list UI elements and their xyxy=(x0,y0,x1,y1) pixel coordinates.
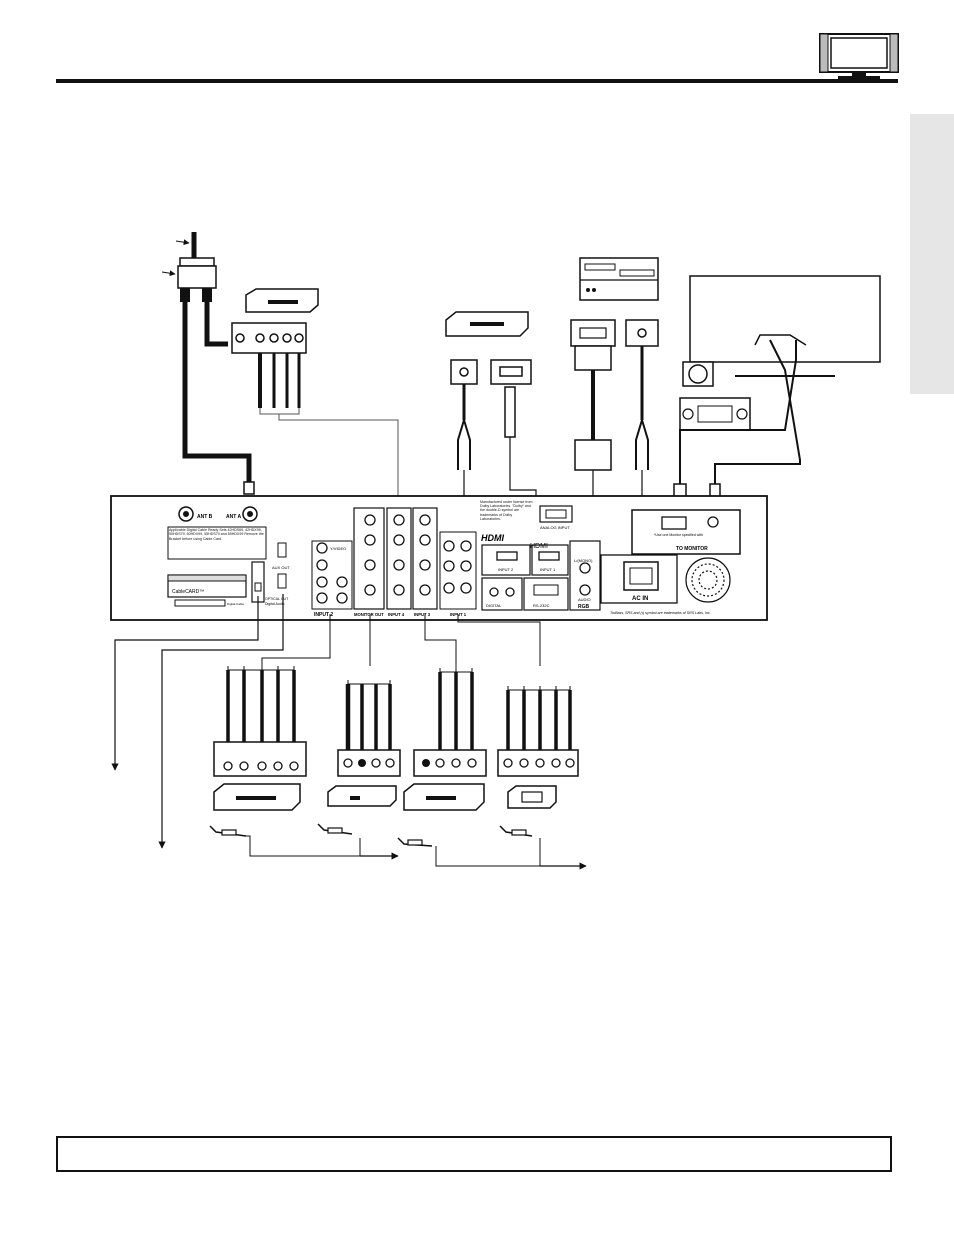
input3-label: INPUT 3 xyxy=(414,612,431,617)
camcorder-icon xyxy=(507,785,557,809)
hdmi-box-label: HDMI xyxy=(530,543,548,550)
monitor-out-label: MONITOR OUT xyxy=(354,612,384,617)
ir-blaster-cable-icon xyxy=(209,823,587,870)
vcr-icon xyxy=(403,783,485,811)
input2-y-label: Y/VIDEO xyxy=(330,546,346,551)
rgb-l-mono-label: L/(MONO) xyxy=(574,558,593,563)
external-monitor xyxy=(682,275,881,387)
optical-out-label: OPTICAL OUT xyxy=(265,597,289,601)
vcr-icon xyxy=(327,785,397,807)
rs232c-label: RS-232C xyxy=(533,603,550,608)
vcr-icon xyxy=(245,288,319,313)
av-cable-bundle xyxy=(438,668,474,750)
av-cable-bundle xyxy=(345,680,392,750)
personal-computer-icon xyxy=(579,257,659,301)
ant-note: Applicable Digital Cable Ready Sets 42HD… xyxy=(169,528,264,541)
tv-back-panel: ANT B ANT A Applicable Digital Cable Rea… xyxy=(110,495,768,621)
stereo-system-icon xyxy=(679,397,751,431)
hdmi-input2-label: INPUT 2 xyxy=(498,567,514,572)
vcr-back-panel xyxy=(231,322,307,354)
monitor-note: *Use one Monitor specified with xyxy=(654,533,703,537)
av-cable-bundle xyxy=(226,666,296,742)
hdmi-input1-label: INPUT 1 xyxy=(540,567,556,572)
vcr-av-cables xyxy=(258,353,399,508)
ant-b-label: ANT B xyxy=(197,514,213,520)
dolby-note: Manufactured under license from Dolby La… xyxy=(480,500,533,521)
tv-monitor-icon xyxy=(819,33,899,79)
hdmi-logo: HDMI xyxy=(481,533,504,543)
digital-audio-label: Digital Audio xyxy=(265,602,285,606)
to-monitor-label: TO MONITOR xyxy=(676,546,708,552)
rgb-label: RGB xyxy=(578,604,590,610)
av-cable-bundle xyxy=(506,686,572,750)
vcr-icon xyxy=(445,311,529,337)
input2-label: INPUT 2 xyxy=(314,612,333,618)
cablecard-sub: Digital Cable xyxy=(227,602,244,606)
note-box xyxy=(56,1136,892,1172)
vcr-icon xyxy=(213,783,301,811)
side-tab xyxy=(910,114,954,394)
analog-input-label: ANALOG INPUT xyxy=(540,525,570,530)
header xyxy=(56,79,898,83)
rgb-audio-label: AUDIO xyxy=(578,597,591,602)
trusurround-note: TruBass, SRS and (•) symbol are trademar… xyxy=(610,611,711,615)
digital-out-label: DIGITAL xyxy=(486,603,502,608)
antenna-splitter-icon xyxy=(161,232,217,302)
aux-out-label: AUX OUT xyxy=(272,565,290,570)
cablecard-label: CableCARD™ xyxy=(172,589,204,595)
ac-in-label: AC IN xyxy=(632,596,648,602)
input4-label: INPUT 4 xyxy=(388,612,405,617)
ant-a-label: ANT A xyxy=(226,514,241,520)
